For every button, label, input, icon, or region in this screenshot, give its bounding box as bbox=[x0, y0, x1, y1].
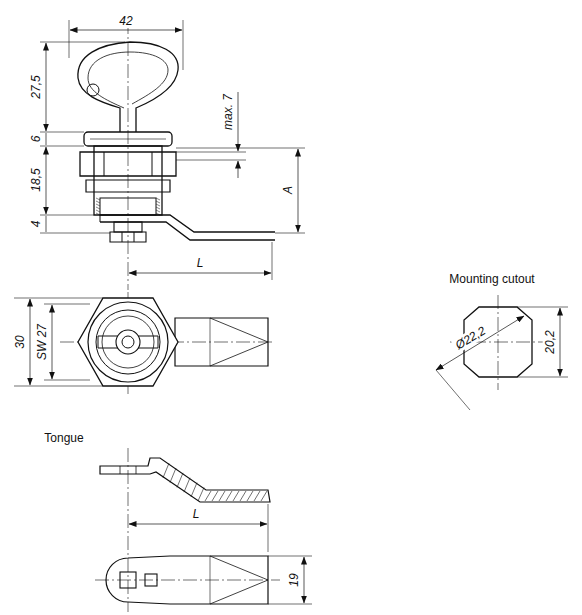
dimension-label: 6 bbox=[29, 134, 43, 145]
dimension-label: L bbox=[195, 256, 206, 270]
dimension-label: SW 27 bbox=[35, 322, 49, 362]
dimension-label: A bbox=[281, 184, 295, 196]
dimension-label: 27,5 bbox=[29, 73, 43, 100]
dimension-label: 30 bbox=[13, 333, 27, 350]
dimension-label: 4 bbox=[29, 219, 43, 230]
dimension-label: 42 bbox=[117, 14, 134, 28]
view-title: Tongue bbox=[42, 431, 85, 445]
dimension-label: 19 bbox=[287, 571, 301, 588]
dimension-label: 20,2 bbox=[543, 328, 557, 355]
dimension-label: max. 7 bbox=[221, 92, 235, 132]
dimension-label: 18,5 bbox=[29, 166, 43, 193]
view-title: Mounting cutout bbox=[447, 272, 536, 286]
dimension-label: L bbox=[191, 507, 202, 521]
